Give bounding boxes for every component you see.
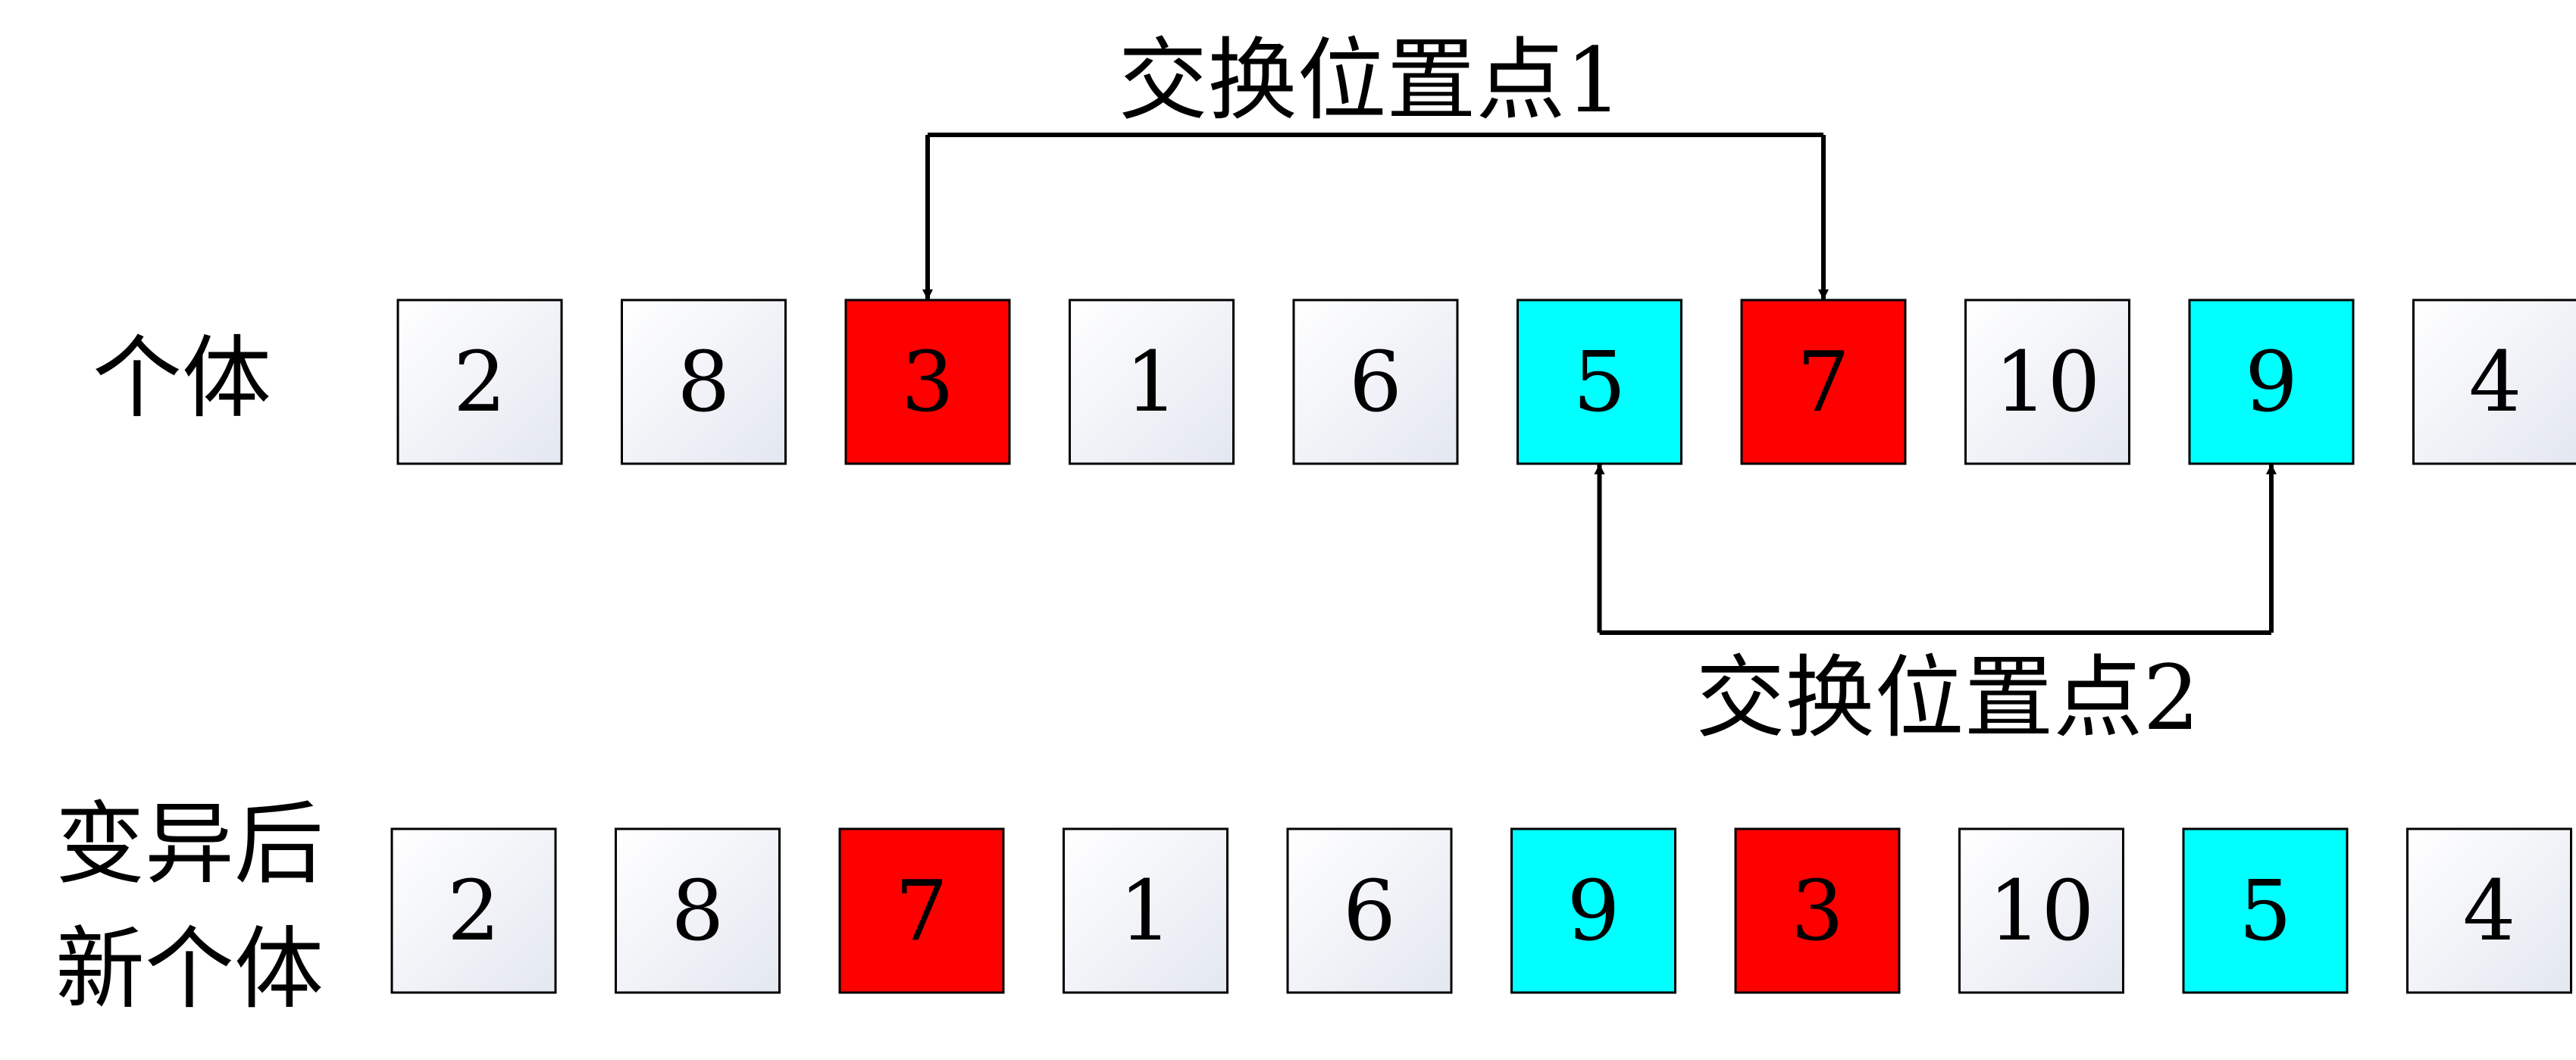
individual-gene-cell-9: 9	[2188, 299, 2355, 465]
mutated-gene-cell-2: 8	[615, 827, 781, 994]
mutated-gene-cell-10: 4	[2406, 827, 2572, 994]
swap-connectors	[922, 133, 2277, 635]
mutated-gene-box-9	[2182, 827, 2349, 994]
individual-gene-box-10	[2412, 299, 2576, 465]
individual-gene-cell-7: 7	[1740, 299, 1907, 465]
individual-gene-cell-3: 3	[844, 299, 1011, 465]
mutated-row-label-line-2: 新个体	[55, 917, 324, 1021]
individual-gene-value-7: 7	[1797, 333, 1850, 430]
mutated-gene-cell-4: 1	[1063, 827, 1229, 994]
mutated-gene-box-2	[615, 827, 781, 994]
swap-point-2-label: 交换位置点2	[1695, 646, 2199, 750]
individual-gene-cell-6: 5	[1516, 299, 1682, 465]
individual-gene-cell-8: 10	[1964, 299, 2130, 465]
mutated-gene-cell-6: 9	[1510, 827, 1676, 994]
individual-row-label: 个体	[92, 326, 271, 430]
individual-gene-value-10: 4	[2469, 333, 2522, 430]
individual-gene-value-5: 6	[1349, 333, 1402, 430]
mutated-gene-box-4	[1063, 827, 1229, 994]
mutated-gene-box-10	[2406, 827, 2572, 994]
individual-gene-row: 2 8 3 1 6 5 7 10 9 4	[396, 299, 2576, 465]
mutated-gene-value-5: 6	[1343, 862, 1396, 959]
individual-gene-box-1	[396, 299, 563, 465]
mutated-gene-cell-3: 7	[838, 827, 1005, 994]
individual-gene-cell-1: 2	[396, 299, 563, 465]
mutated-gene-cell-5: 6	[1286, 827, 1453, 994]
mutated-gene-cell-9: 5	[2182, 827, 2349, 994]
individual-gene-value-2: 8	[678, 333, 731, 430]
mutated-gene-cell-1: 2	[390, 827, 557, 994]
mutated-gene-row: 2 8 7 1 6 9 3 10 5 4	[390, 827, 2572, 994]
individual-gene-box-6	[1516, 299, 1682, 465]
individual-gene-value-4: 1	[1125, 333, 1178, 430]
individual-gene-box-2	[621, 299, 787, 465]
individual-gene-box-8	[1964, 299, 2130, 465]
individual-gene-value-8: 10	[1995, 333, 2101, 430]
mutated-gene-box-6	[1510, 827, 1676, 994]
mutated-gene-cell-8: 10	[1958, 827, 2124, 994]
individual-gene-value-6: 5	[1573, 333, 1626, 430]
mutated-gene-value-7: 3	[1791, 862, 1844, 959]
mutated-row-label-line-1: 变异后	[55, 792, 324, 896]
individual-gene-cell-2: 8	[621, 299, 787, 465]
mutated-gene-box-5	[1286, 827, 1453, 994]
individual-gene-cell-4: 1	[1069, 299, 1235, 465]
individual-gene-value-9: 9	[2245, 333, 2298, 430]
mutated-gene-value-6: 9	[1567, 862, 1620, 959]
mutated-gene-box-1	[390, 827, 557, 994]
mutated-gene-value-1: 2	[447, 862, 500, 959]
individual-gene-box-7	[1740, 299, 1907, 465]
mutated-gene-value-8: 10	[1989, 862, 2095, 959]
individual-gene-cell-10: 4	[2412, 299, 2576, 465]
individual-gene-box-4	[1069, 299, 1235, 465]
mutated-gene-box-3	[838, 827, 1005, 994]
mutated-gene-value-4: 1	[1119, 862, 1172, 959]
swap-point-1-label: 交换位置点1	[1118, 28, 1622, 133]
mutated-gene-value-10: 4	[2463, 862, 2516, 959]
mutated-gene-cell-7: 3	[1734, 827, 1901, 994]
mutated-gene-value-2: 8	[671, 862, 725, 959]
mutated-gene-box-7	[1734, 827, 1901, 994]
mutated-gene-box-8	[1958, 827, 2124, 994]
individual-gene-box-5	[1292, 299, 1459, 465]
individual-gene-value-1: 2	[453, 333, 506, 430]
individual-gene-cell-5: 6	[1292, 299, 1459, 465]
individual-gene-value-3: 3	[901, 333, 954, 430]
mutated-gene-value-3: 7	[895, 862, 948, 959]
mutated-gene-value-9: 5	[2239, 862, 2292, 959]
